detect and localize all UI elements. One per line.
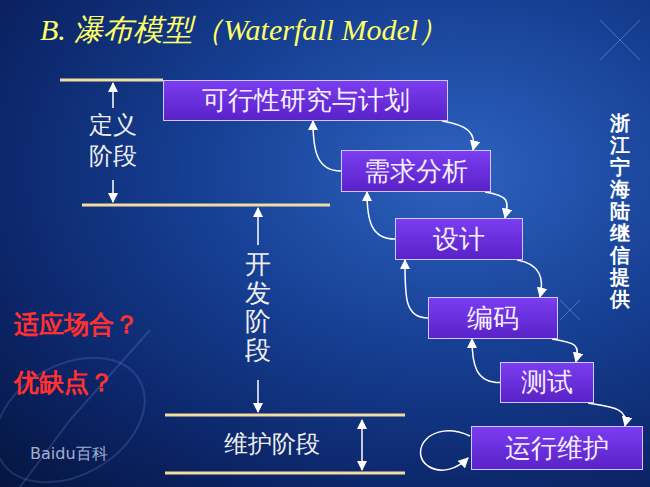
feedback-arrow	[472, 339, 500, 383]
watermark: Baidu百科	[30, 444, 108, 465]
phase-label: 维护阶段	[224, 428, 320, 460]
process-box: 运行维护	[471, 426, 643, 470]
box-label: 测试	[521, 365, 573, 400]
flow-arrow	[485, 192, 507, 218]
dish-sketch	[0, 330, 167, 487]
phase-label: 定义 阶段	[84, 110, 142, 172]
box-label: 编码	[467, 301, 519, 336]
question-note: 优缺点？	[14, 366, 114, 399]
process-box: 设计	[395, 218, 523, 260]
sparkles	[560, 20, 640, 320]
feedback-arrow	[367, 192, 395, 239]
feedback-arrow	[313, 121, 341, 171]
flow-arrow	[552, 339, 577, 362]
phase-rule	[60, 80, 405, 473]
phase-span-arrow	[113, 83, 470, 470]
process-box: 编码	[428, 297, 558, 339]
process-box: 测试	[500, 362, 594, 403]
credit-note: 浙江宁海陆继信提供	[610, 112, 630, 310]
process-box: 需求分析	[341, 150, 491, 192]
process-box: 可行性研究与计划	[163, 80, 448, 121]
flow-arrow	[588, 403, 626, 426]
box-label: 需求分析	[364, 154, 468, 189]
question-note: 适应场合？	[14, 308, 139, 341]
flow-arrow	[517, 260, 541, 297]
diagram-title: B. 瀑布模型（Waterfall Model）	[40, 10, 448, 51]
box-label: 设计	[433, 222, 485, 257]
phase-label: 开发阶段	[245, 250, 271, 364]
flow-arrow	[442, 121, 474, 150]
self-loop-arrow	[420, 431, 470, 470]
feedback-arrow	[405, 260, 428, 318]
box-label: 可行性研究与计划	[202, 83, 410, 118]
box-label: 运行维护	[505, 431, 609, 466]
